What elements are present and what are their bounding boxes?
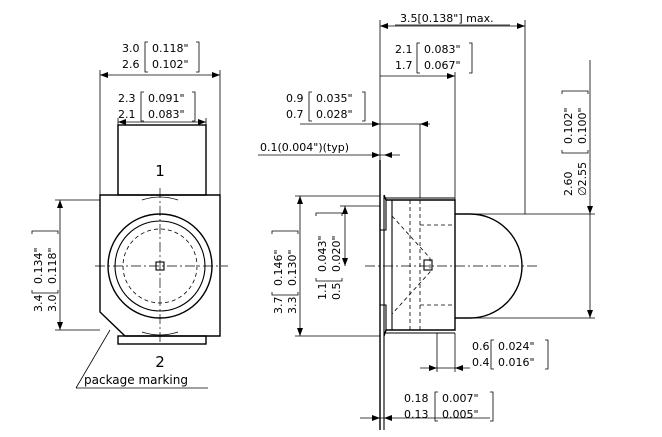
svg-text:0.067": 0.067"	[424, 59, 461, 72]
svg-text:0.005": 0.005"	[442, 408, 479, 421]
svg-text:0.016": 0.016"	[498, 356, 535, 369]
body-width-dim-text: 2.1 1.7 0.083" 0.067"	[395, 42, 473, 74]
svg-text:3.3: 3.3	[286, 297, 299, 315]
svg-text:3.7: 3.7	[272, 297, 285, 315]
svg-text:0.7: 0.7	[286, 108, 304, 121]
svg-text:2.3: 2.3	[118, 92, 136, 105]
svg-text:0.9: 0.9	[286, 92, 304, 105]
svg-text:3.0: 3.0	[122, 42, 140, 55]
svg-text:0.102": 0.102"	[152, 58, 189, 71]
side-view: 3.5[0.138"] max. 2.1 1.7 0.083" 0.067" 0…	[258, 12, 595, 430]
svg-text:1.1: 1.1	[316, 283, 329, 301]
svg-text:3.0: 3.0	[46, 295, 59, 313]
diameter-dim-text: 2.60 ∅2.55 0.102" 0.100"	[561, 90, 589, 197]
svg-text:0.043": 0.043"	[316, 235, 329, 272]
svg-text:0.083": 0.083"	[424, 43, 461, 56]
svg-text:0.028": 0.028"	[316, 108, 353, 121]
svg-text:0.134": 0.134"	[32, 247, 45, 284]
package-marking-label: package marking	[84, 373, 188, 387]
inner-width-dim-text: 2.3 2.1 0.091" 0.083"	[118, 91, 196, 122]
svg-text:0.130": 0.130"	[286, 249, 299, 286]
svg-text:0.6: 0.6	[472, 340, 490, 353]
svg-text:0.118": 0.118"	[152, 42, 189, 55]
svg-text:0.118": 0.118"	[46, 247, 59, 284]
svg-text:1.7: 1.7	[395, 59, 413, 72]
front-view: 1 2 package marking 3.0 2.6 0.118" 0.102…	[31, 41, 228, 389]
pin1-label: 1	[155, 162, 165, 180]
svg-text:0.5: 0.5	[330, 283, 343, 301]
lead-thickness-dim-text: 0.18 0.13 0.007" 0.005"	[404, 391, 494, 422]
svg-text:∅2.55: ∅2.55	[576, 162, 589, 196]
svg-text:0.007": 0.007"	[442, 392, 479, 405]
svg-text:0.18: 0.18	[404, 392, 429, 405]
svg-text:2.1: 2.1	[118, 108, 136, 121]
side-height-dim-text: 3.7 3.3 0.146" 0.130"	[271, 230, 299, 315]
outer-width-dim-text: 3.0 2.6 0.118" 0.102"	[122, 41, 200, 73]
lead-offset-dim-text: 0.9 0.7 0.035" 0.028"	[286, 91, 366, 122]
bottom-lead-tab	[117, 335, 207, 345]
svg-text:0.083": 0.083"	[148, 108, 185, 121]
dome-base-dim-text: 0.6 0.4 0.024" 0.016"	[472, 339, 549, 370]
side-chip	[423, 259, 433, 271]
svg-text:0.035": 0.035"	[316, 92, 353, 105]
svg-text:0.146": 0.146"	[272, 249, 285, 286]
svg-text:0.100": 0.100"	[576, 107, 589, 144]
center-dim-text: 1.1 0.5 0.043" 0.020"	[315, 212, 343, 301]
typ-dim-text: 0.1(0.004")(typ)	[260, 141, 349, 154]
svg-text:0.13: 0.13	[404, 408, 429, 421]
svg-text:0.024": 0.024"	[498, 340, 535, 353]
pin2-label: 2	[155, 353, 165, 371]
svg-text:0.4: 0.4	[472, 356, 490, 369]
front-height-dim-text: 3.4 3.0 0.134" 0.118"	[31, 230, 59, 313]
svg-text:2.60: 2.60	[562, 172, 575, 197]
svg-text:2.6: 2.6	[122, 58, 140, 71]
svg-text:0.102": 0.102"	[562, 107, 575, 144]
svg-text:0.020": 0.020"	[330, 235, 343, 272]
side-body	[383, 194, 456, 337]
overall-length-dim-text: 3.5[0.138"] max.	[400, 12, 494, 25]
svg-text:2.1: 2.1	[395, 43, 413, 56]
svg-text:0.091": 0.091"	[148, 92, 185, 105]
svg-text:3.4: 3.4	[32, 295, 45, 313]
top-lead-tab	[117, 124, 207, 196]
